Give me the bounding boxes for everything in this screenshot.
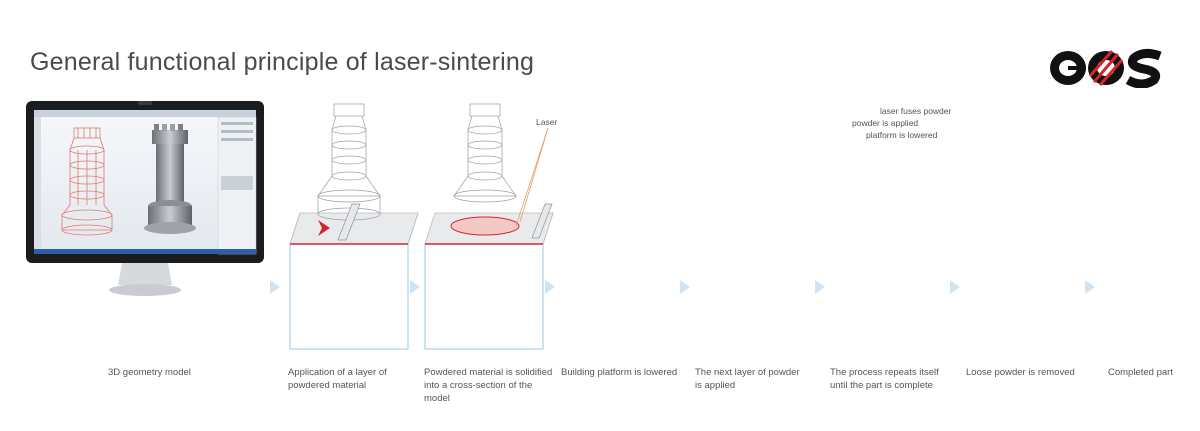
step-1-chamber (289, 103, 419, 350)
caption-step-7: Completed part (1108, 367, 1173, 378)
cycle-label-platform-lowered: platform is lowered (866, 130, 938, 140)
solid-model (144, 124, 196, 234)
step-arrows (270, 280, 1095, 294)
laser-label: Laser (536, 117, 558, 127)
cycle-label-laser-fuses: laser fuses powder (880, 106, 952, 116)
wireframe-model (61, 127, 113, 236)
step-2-chamber (424, 103, 554, 350)
caption-step-6: Loose powder is removed (966, 367, 1075, 378)
caption-step-0: 3D geometry model (108, 367, 191, 378)
page-title: General functional principle of laser-si… (30, 48, 535, 76)
eos-logo (1050, 48, 1162, 88)
caption-step-3: Building platform is lowered (561, 367, 678, 378)
computer-monitor (26, 101, 264, 296)
cycle-label-powder-applied: powder is applied (852, 118, 919, 128)
